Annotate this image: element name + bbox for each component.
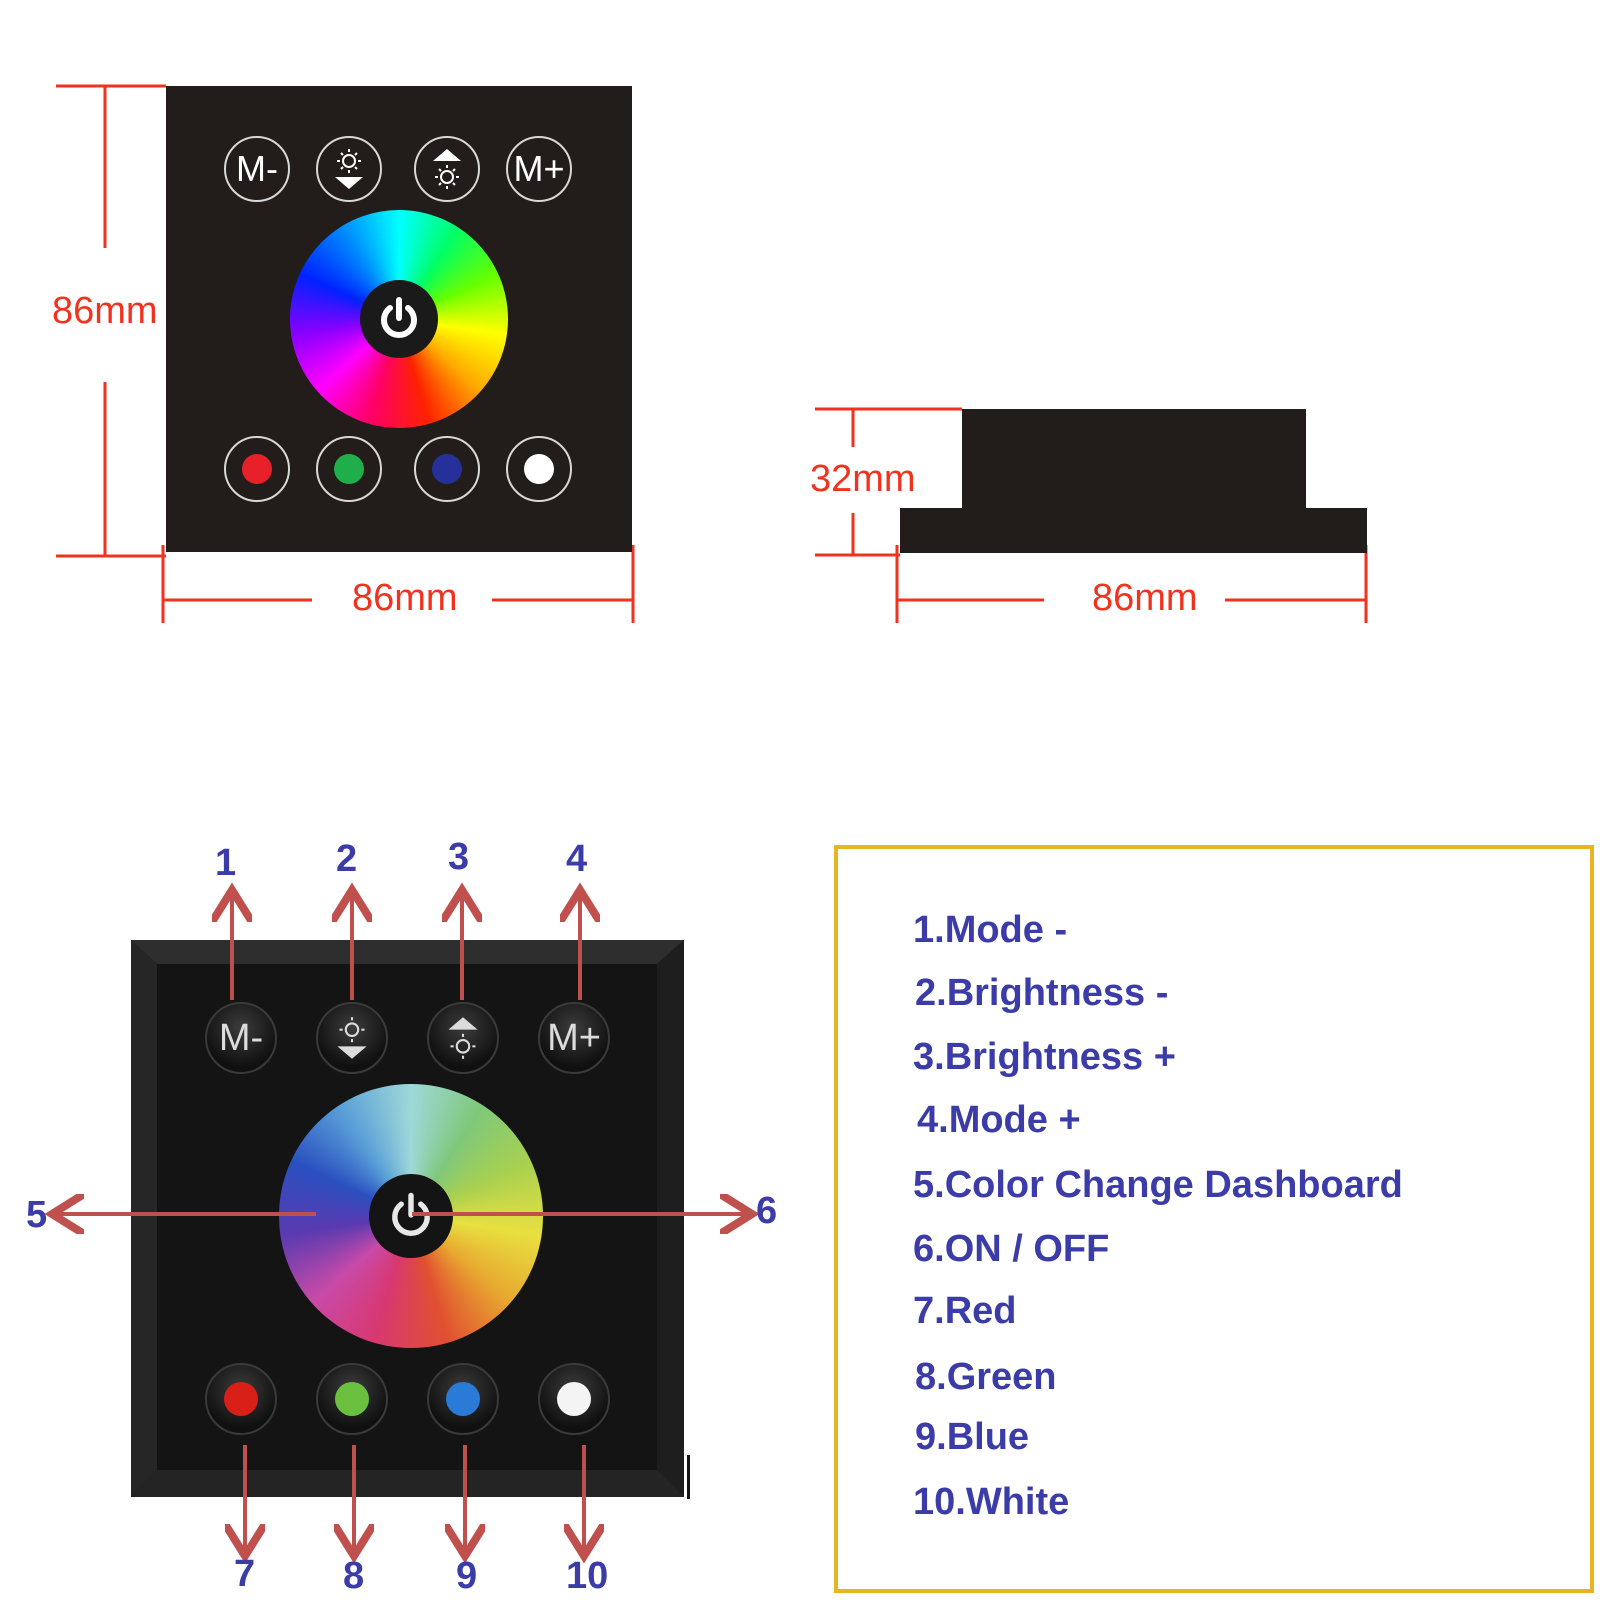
- blue-button[interactable]: [414, 436, 480, 502]
- callout-1: 1: [215, 842, 237, 884]
- legend-item: 7.Red: [913, 1290, 1017, 1332]
- callout-3: 3: [448, 836, 470, 878]
- front-height-label: 86mm: [52, 290, 158, 332]
- photo-mode-plus-label: M+: [547, 1017, 601, 1059]
- legend-item: 6.ON / OFF: [913, 1228, 1110, 1270]
- photo-red-dot: [224, 1382, 258, 1416]
- white-dot: [524, 454, 554, 484]
- dimension-lines: [56, 84, 1368, 623]
- callout-7: 7: [234, 1553, 256, 1595]
- mode-minus-button[interactable]: M-: [224, 136, 290, 202]
- legend-item: 9.Blue: [915, 1416, 1030, 1458]
- panel-bevel: [131, 940, 684, 1497]
- legend-item: 4.Mode +: [917, 1099, 1081, 1141]
- mode-plus-button[interactable]: M+: [506, 136, 572, 202]
- red-button[interactable]: [224, 436, 290, 502]
- photo-white-dot: [557, 1382, 591, 1416]
- legend-item: 8.Green: [915, 1356, 1057, 1398]
- photo-mode-minus-button[interactable]: M-: [205, 1002, 277, 1074]
- side-width-label: 86mm: [1092, 577, 1198, 619]
- legend-box: [834, 845, 1594, 1593]
- callout-5: 5: [26, 1194, 48, 1236]
- photo-green-dot: [335, 1382, 369, 1416]
- green-button[interactable]: [316, 436, 382, 502]
- callout-2: 2: [336, 838, 358, 880]
- legend-item: 5.Color Change Dashboard: [913, 1164, 1403, 1206]
- brightness-down-icon: [335, 149, 363, 189]
- callout-4: 4: [566, 838, 588, 880]
- photo-brightness-up-button[interactable]: [427, 1002, 499, 1074]
- photo-white-button[interactable]: [538, 1363, 610, 1435]
- brightness-up-icon: [433, 149, 461, 189]
- legend-item: 10.White: [913, 1481, 1070, 1523]
- photo-red-button[interactable]: [205, 1363, 277, 1435]
- photo-mode-minus-label: M-: [218, 1017, 264, 1059]
- callout-8: 8: [343, 1555, 365, 1597]
- red-dot: [242, 454, 272, 484]
- callout-9: 9: [456, 1555, 478, 1597]
- side-view-body: [962, 409, 1306, 509]
- side-view-base: [900, 508, 1367, 553]
- legend-item: 1.Mode -: [913, 909, 1068, 951]
- brightness-up-button[interactable]: [414, 136, 480, 202]
- photo-green-button[interactable]: [316, 1363, 388, 1435]
- callout-6: 6: [756, 1190, 778, 1232]
- side-depth-label: 32mm: [810, 458, 916, 500]
- photo-mode-plus-button[interactable]: M+: [538, 1002, 610, 1074]
- callout-arrows: [0, 860, 800, 1580]
- photo-brightness-down-button[interactable]: [316, 1002, 388, 1074]
- panel-edge-mark: [687, 1455, 690, 1499]
- white-button[interactable]: [506, 436, 572, 502]
- legend-item: 2.Brightness -: [915, 972, 1169, 1014]
- photo-brightness-up-icon: [448, 1017, 478, 1059]
- brightness-down-button[interactable]: [316, 136, 382, 202]
- blue-dot: [432, 454, 462, 484]
- legend-item: 3.Brightness +: [913, 1036, 1176, 1078]
- front-width-label: 86mm: [352, 577, 458, 619]
- front-view-panel: M- M+: [166, 86, 632, 552]
- annotated-panel-photo: M- M+: [131, 940, 684, 1497]
- mode-plus-label: M+: [513, 148, 565, 189]
- photo-blue-dot: [446, 1382, 480, 1416]
- power-button[interactable]: [360, 280, 438, 358]
- green-dot: [334, 454, 364, 484]
- mode-minus-label: M-: [236, 148, 278, 189]
- photo-brightness-down-icon: [337, 1017, 367, 1059]
- power-icon: [381, 297, 417, 338]
- photo-blue-button[interactable]: [427, 1363, 499, 1435]
- callout-10: 10: [566, 1555, 609, 1597]
